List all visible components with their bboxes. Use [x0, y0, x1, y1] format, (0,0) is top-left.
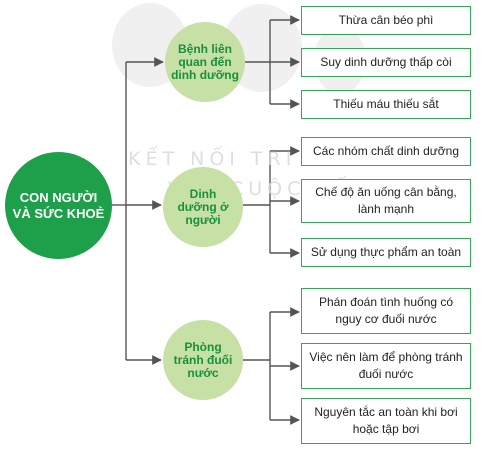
leaf-swimming-safety-rules: Nguyên tắc an toàn khi bơi hoặc tập bơi: [301, 398, 471, 444]
branch-node-drowning-prevention: Phòng tránh đuối nước: [163, 320, 243, 400]
leaf-nutrient-groups: Các nhóm chất dinh dưỡng: [301, 137, 471, 166]
leaf-drowning-prevention-actions: Việc nên làm để phòng tránh đuối nước: [301, 343, 471, 389]
leaf-overweight-obesity: Thừa cân béo phì: [301, 6, 471, 35]
leaf-assess-drowning-risk: Phán đoán tình huống có nguy cơ đuối nướ…: [301, 288, 471, 334]
branch-node-human-nutrition: Dinh dưỡng ở người: [163, 167, 243, 247]
watermark-logo: [112, 3, 366, 94]
leaf-balanced-diet: Chế độ ăn uống cân bằng, lành mạnh: [301, 179, 471, 223]
root-node: CON NGƯỜI VÀ SỨC KHOẺ: [5, 152, 112, 259]
leaf-stunting: Suy dinh dưỡng thấp còi: [301, 48, 471, 77]
leaf-iron-deficiency-anemia: Thiếu máu thiếu sắt: [301, 90, 471, 119]
branch-node-nutrition-diseases: Bệnh liên quan đến dinh dưỡng: [165, 22, 245, 102]
leaf-safe-food: Sử dụng thực phẩm an toàn: [301, 238, 471, 267]
